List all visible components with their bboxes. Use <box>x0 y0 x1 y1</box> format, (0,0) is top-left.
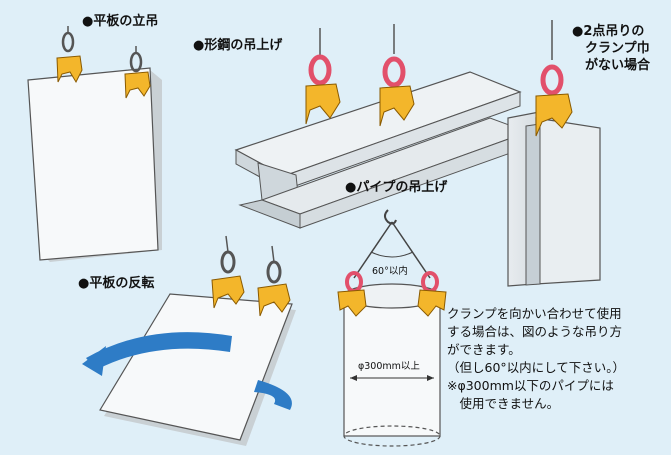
angle-label: 60°以内 <box>372 266 408 277</box>
note-line: クランプを向かい合わせて使用 <box>447 306 622 321</box>
label-two-point-1: ●2点吊りの <box>572 24 645 39</box>
usage-note: クランプを向かい合わせて使用 する場合は、図のような吊り方 ができます。 （但し… <box>447 305 669 413</box>
clamp-icon <box>257 245 291 317</box>
note-line: 使用できません。 <box>447 396 560 411</box>
clamp-icon <box>417 271 447 317</box>
pipe-lift-illustration <box>337 209 447 447</box>
label-two-point-2: クランプ巾 <box>585 41 650 56</box>
label-shape-steel: ●形鋼の吊上げ <box>193 38 283 53</box>
clamp-icon <box>56 26 83 84</box>
clamp-icon <box>211 235 245 309</box>
rotation-arrow-icon <box>86 332 232 370</box>
clamp-icon <box>379 24 415 127</box>
label-plate-flip: ●平板の反転 <box>78 276 155 291</box>
clamp-icon <box>124 46 151 99</box>
two-point-illustration <box>507 20 601 287</box>
note-line: （但し60°以内にして下さい。） <box>447 360 626 375</box>
diameter-label: φ300mm以上 <box>358 361 420 372</box>
vertical-plate-illustration <box>27 26 162 262</box>
note-line: する場合は、図のような吊り方 <box>447 324 623 339</box>
clamp-icon <box>337 271 367 317</box>
note-line: ができます。 <box>447 342 521 357</box>
clamp-icon <box>535 64 573 137</box>
label-two-point-3: がない場合 <box>585 58 651 73</box>
note-line: ※φ300mm以下のパイプには <box>447 378 614 393</box>
plate-flip-illustration <box>82 235 296 446</box>
label-plate-vertical: ●平板の立吊 <box>82 14 159 29</box>
shape-steel-illustration <box>234 24 531 229</box>
label-pipe-lift: ●パイプの吊上げ <box>345 180 448 195</box>
clamp-icon <box>305 28 341 125</box>
